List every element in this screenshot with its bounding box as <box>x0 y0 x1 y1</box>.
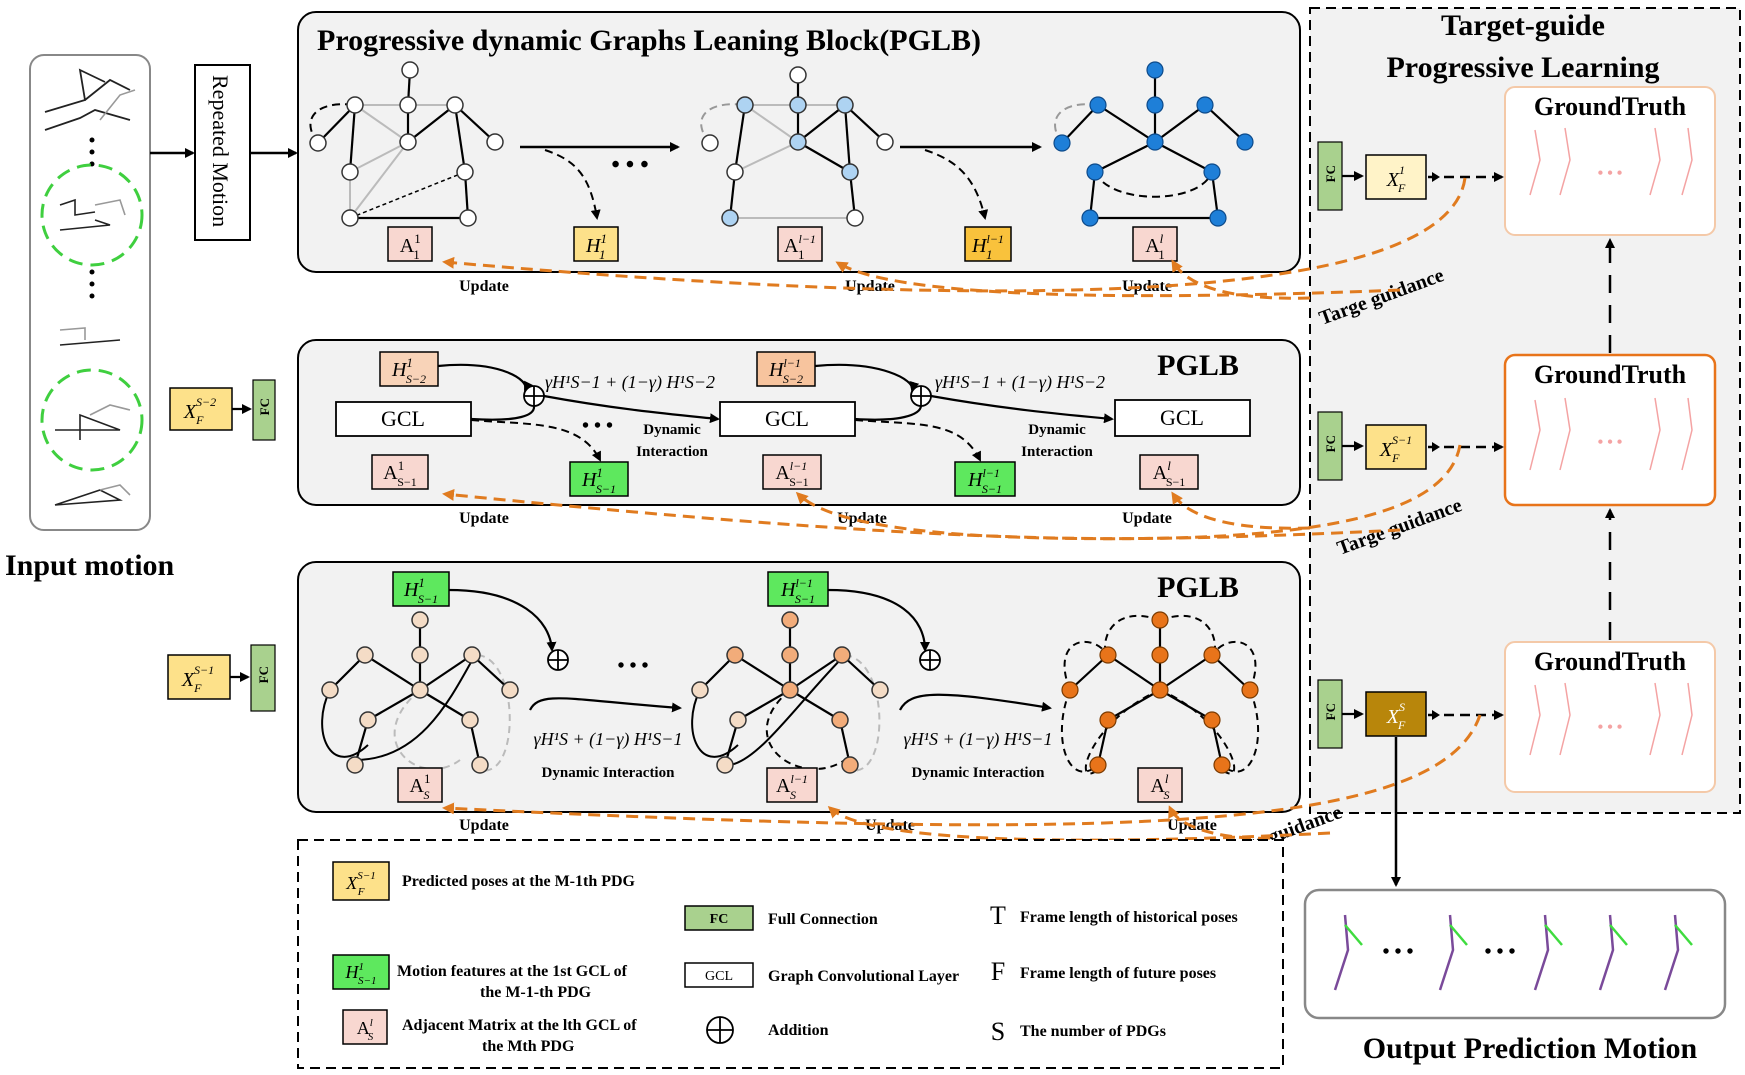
ellipsis-1: • • • <box>611 152 648 178</box>
legend-fc-symbol: FC <box>710 912 729 927</box>
svg-text:X1F: X1F <box>1386 163 1406 195</box>
dynamic-interaction-a: Dynamic Interaction <box>542 765 676 781</box>
legend-adjacent-1: Adjacent Matrix at the lth GCL of <box>402 1017 637 1034</box>
legend-predicted-poses: Predicted poses at the M-1th PDG <box>402 873 636 890</box>
formula-row3-a: γH¹S + (1−γ) H¹S−1 <box>534 729 683 750</box>
legend-f-desc: Frame length of future poses <box>1020 965 1216 982</box>
dynamic-label-b: Dynamic <box>1028 422 1086 438</box>
svg-text:• • •: • • • <box>1598 434 1623 451</box>
graph-3-3 <box>1060 611 1260 775</box>
svg-text:• • •: • • • <box>1598 719 1623 736</box>
legend-full-connection: Full Connection <box>768 911 878 928</box>
fc-label-row2: FC <box>257 398 272 415</box>
svg-text:Al1: Al1 <box>1145 231 1165 262</box>
update-label-1b: Update <box>845 278 895 295</box>
gcl-label-b: GCL <box>765 406 809 431</box>
interaction-label-b: Interaction <box>1021 444 1093 460</box>
fc-label-row3: FC <box>256 666 271 683</box>
input-motion-label: Input motion <box>5 549 175 582</box>
output-label: Output Prediction Motion <box>1363 1032 1698 1065</box>
svg-text:A1S: A1S <box>410 771 431 802</box>
gt-label-2: GroundTruth <box>1534 360 1687 389</box>
dynamic-label-a: Dynamic <box>643 422 701 438</box>
target-guide-panel: Target-guide Progressive Learning Ground… <box>1309 7 1741 814</box>
pglb-label-3: PGLB <box>1157 571 1239 604</box>
input-motion-panel <box>29 54 151 531</box>
ellipsis-2: • • • <box>582 415 613 437</box>
svg-text:• • •: • • • <box>1382 941 1413 963</box>
legend-motion-features-2: the M-1-th PDG <box>480 984 592 1001</box>
graph-1-2 <box>700 66 894 227</box>
formula-row3-b: γH¹S + (1−γ) H¹S−1 <box>904 729 1053 750</box>
pglb-row-1: Progressive dynamic Graphs Leaning Block… <box>297 11 1301 273</box>
svg-text:AlS: AlS <box>357 1017 374 1043</box>
output-panel: • • • • • • <box>1303 888 1727 1020</box>
formula-row2-b: γH¹S−1 + (1−γ) H¹S−2 <box>935 372 1105 393</box>
graph-3-2 <box>691 611 889 774</box>
gt-label-1: GroundTruth <box>1534 92 1687 121</box>
svg-text:AlS: AlS <box>1150 771 1169 802</box>
legend-f-symbol: F <box>991 957 1005 986</box>
tgpl-title-1: Target-guide <box>1441 9 1605 42</box>
graph-1-3 <box>1053 61 1254 227</box>
update-label-2c: Update <box>1122 510 1172 527</box>
tgpl-title-2: Progressive Learning <box>1386 51 1659 84</box>
update-label-1c: Update <box>1122 278 1172 295</box>
update-label-2a: Update <box>459 510 509 527</box>
gcl-label-c: GCL <box>1160 405 1204 430</box>
dynamic-interaction-b: Dynamic Interaction <box>912 765 1046 781</box>
svg-text:• • •: • • • <box>1484 941 1515 963</box>
svg-text:A11: A11 <box>400 231 420 262</box>
formula-row2-a: γH¹S−1 + (1−γ) H¹S−2 <box>545 372 715 393</box>
pglb-title: Progressive dynamic Graphs Leaning Block… <box>317 24 981 57</box>
legend-motion-features-1: Motion features at the 1st GCL of <box>397 963 628 980</box>
interaction-label-a: Interaction <box>636 444 708 460</box>
svg-text:XSF: XSF <box>1386 700 1406 732</box>
repeated-motion-box <box>194 64 251 241</box>
ellipsis-3: • • • <box>617 655 648 677</box>
svg-text:H11: H11 <box>585 231 606 262</box>
svg-text:• • •: • • • <box>1598 165 1623 182</box>
fc-label-tg3: FC <box>1323 703 1338 720</box>
legend-gcl-symbol: GCL <box>705 969 733 984</box>
legend-s-symbol: S <box>991 1017 1005 1046</box>
graph-1-1 <box>309 61 504 227</box>
legend-adjacent-2: the Mth PDG <box>482 1038 575 1055</box>
gt-label-3: GroundTruth <box>1534 647 1687 676</box>
graph-3-1 <box>321 611 519 774</box>
legend-gcl: Graph Convolutional Layer <box>768 968 959 985</box>
pglb-label-2: PGLB <box>1157 349 1239 382</box>
legend-t-desc: Frame length of historical poses <box>1020 909 1238 926</box>
update-label-3a: Update <box>459 817 509 834</box>
gcl-label-a: GCL <box>381 406 425 431</box>
update-label-1a: Update <box>459 278 509 295</box>
legend-t-symbol: T <box>990 901 1006 930</box>
fc-label-tg1: FC <box>1323 165 1338 182</box>
repeated-motion-label: Repeated Motion <box>208 75 233 227</box>
legend-s-desc: The number of PDGs <box>1020 1023 1166 1040</box>
legend-addition: Addition <box>768 1022 829 1039</box>
update-label-2b: Update <box>837 510 887 527</box>
fc-label-tg2: FC <box>1323 435 1338 452</box>
